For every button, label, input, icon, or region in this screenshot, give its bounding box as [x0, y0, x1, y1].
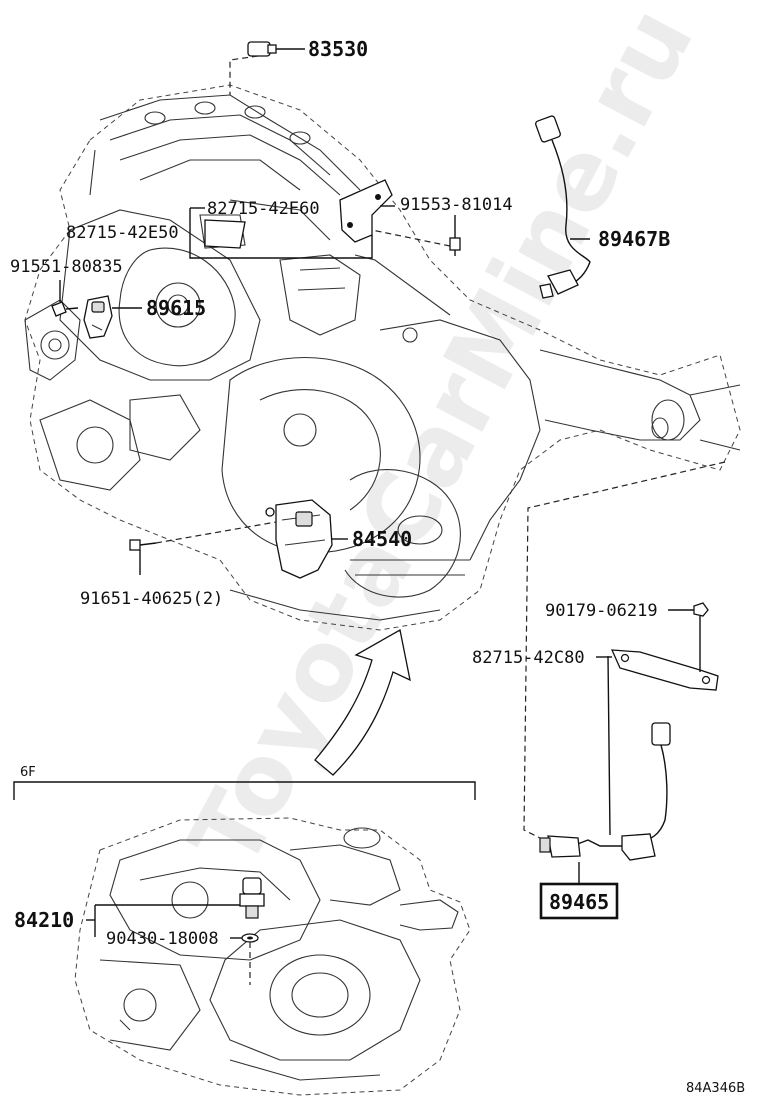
label-82715-42e60: 82715-42E60 — [207, 199, 320, 219]
leader-lines — [59, 48, 694, 939]
transition-arrow — [314, 628, 411, 776]
gasket-90430-18008 — [241, 933, 259, 985]
label-84540: 84540 — [352, 527, 412, 551]
label-89615: 89615 — [146, 296, 206, 320]
label-90430-18008: 90430-18008 — [106, 929, 219, 949]
transmission-6f-drawing — [74, 817, 471, 1096]
label-91551-80835: 91551-80835 — [10, 257, 123, 277]
section-6f-bracket: 6F — [13, 765, 476, 800]
bolt-91651-40625 — [129, 521, 277, 551]
label-91651-40625: 91651-40625(2) — [80, 589, 223, 609]
bolt-91551-80835 — [51, 301, 79, 317]
svg-text:ToyotaCarMine.ru: ToyotaCarMine.ru — [168, 0, 715, 885]
sensor-84210 — [239, 877, 265, 919]
bracket-82715-42e60 — [339, 179, 393, 243]
label-84210: 84210 — [14, 908, 74, 932]
label-91553-81014: 91553-81014 — [400, 195, 513, 215]
oxygen-sensor-89467b — [535, 115, 591, 299]
switch-84540 — [265, 499, 333, 579]
speed-sensor-group — [523, 461, 726, 861]
part-labels: 83530 82715-42E60 91553-81014 82715-42E5… — [10, 37, 670, 949]
bracket-82715-42e50 — [204, 219, 246, 249]
bolt-91553-81014 — [371, 229, 461, 256]
section-label-6f: 6F — [20, 765, 36, 780]
diagram-code: 84A346B — [686, 1081, 745, 1096]
label-83530: 83530 — [308, 37, 368, 61]
label-82715-42e50: 82715-42E50 — [66, 223, 179, 243]
label-90179-06219: 90179-06219 — [545, 601, 658, 621]
label-89465: 89465 — [549, 890, 609, 914]
label-82715-42c80: 82715-42C80 — [472, 648, 585, 668]
label-89467b: 89467B — [598, 227, 670, 251]
engine-assembly-drawing — [24, 84, 741, 631]
knock-sensor-89615 — [83, 295, 113, 339]
watermark: ToyotaCarMine.ru — [168, 0, 715, 885]
sensor-83530 — [229, 41, 277, 95]
